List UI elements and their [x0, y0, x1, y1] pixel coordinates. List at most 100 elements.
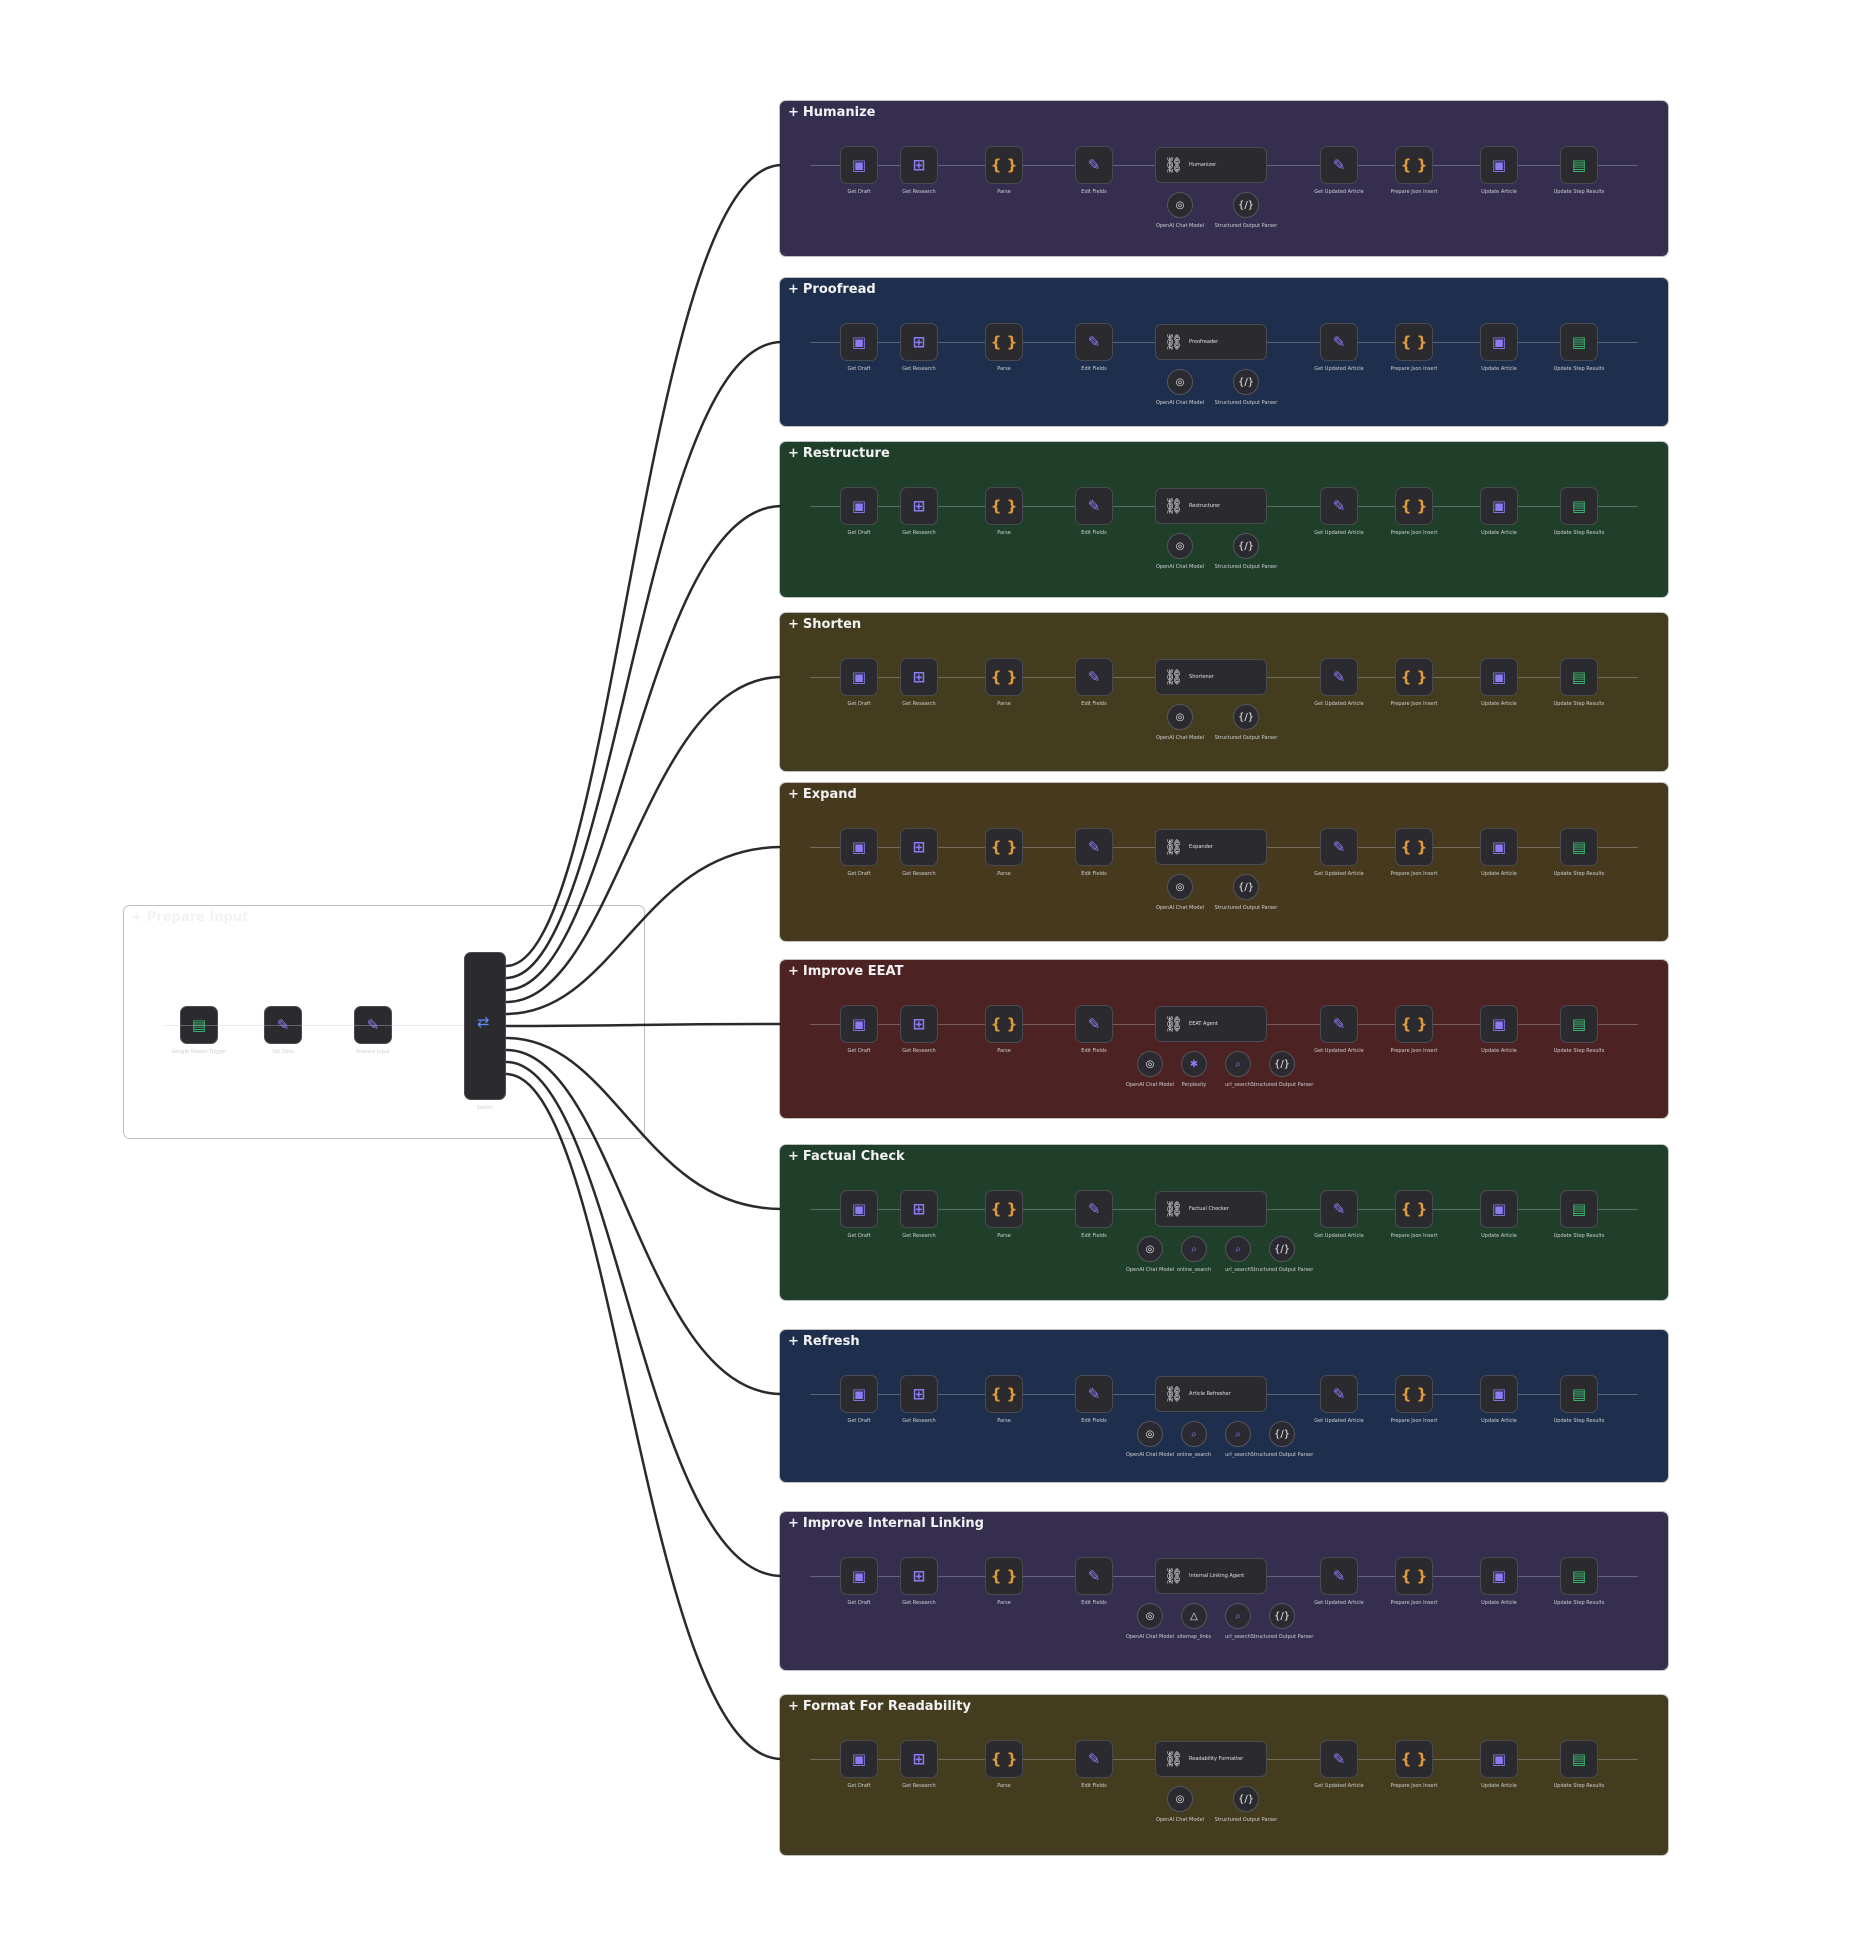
- node-prepare-json-insert[interactable]: { }Prepare Json Insert: [1390, 828, 1438, 877]
- node-update-article[interactable]: ▣Update Article: [1480, 1557, 1518, 1606]
- sub-perplexity[interactable]: ✱Perplexity: [1181, 1051, 1207, 1088]
- agent-node[interactable]: ⛓Proofreader: [1155, 324, 1267, 360]
- node-update-step-results[interactable]: ▤Update Step Results: [1554, 658, 1604, 707]
- node-prepare-json-insert[interactable]: { }Prepare Json Insert: [1390, 1190, 1438, 1239]
- collapse-icon[interactable]: +: [788, 1516, 799, 1531]
- node-update-step-results[interactable]: ▤Update Step Results: [1554, 487, 1604, 536]
- node-edit-fields[interactable]: ✎Edit Fields: [1075, 487, 1113, 536]
- node-update-article[interactable]: ▣Update Article: [1480, 1740, 1518, 1789]
- agent-node[interactable]: ⛓Restructurer: [1155, 488, 1267, 524]
- node-get-draft[interactable]: ▣Get Draft: [840, 828, 878, 877]
- node-edit-fields[interactable]: ✎Edit Fields: [1075, 1005, 1113, 1054]
- sub-openai-chat-model[interactable]: ◎OpenAI Chat Model: [1156, 1786, 1204, 1823]
- sub-openai-chat-model[interactable]: ◎OpenAI Chat Model: [1126, 1421, 1174, 1458]
- group-restructure[interactable]: +Restructure▣Get Draft⊞Get Research{ }Pa…: [780, 442, 1668, 597]
- collapse-icon[interactable]: +: [788, 617, 799, 632]
- node-parse[interactable]: { }Parse: [985, 323, 1023, 372]
- node-parse[interactable]: { }Parse: [985, 1375, 1023, 1424]
- node-prepare-json-insert[interactable]: { }Prepare Json Insert: [1390, 487, 1438, 536]
- sub-openai-chat-model[interactable]: ◎OpenAI Chat Model: [1126, 1236, 1174, 1273]
- sub-online-search[interactable]: ⌕online_search: [1177, 1421, 1211, 1458]
- sub-structured-output-parser[interactable]: {/}Structured Output Parser: [1251, 1603, 1313, 1640]
- sub-openai-chat-model[interactable]: ◎OpenAI Chat Model: [1156, 369, 1204, 406]
- node-get-draft[interactable]: ▣Get Draft: [840, 487, 878, 536]
- node-parse[interactable]: { }Parse: [985, 1190, 1023, 1239]
- collapse-icon[interactable]: +: [788, 1149, 799, 1164]
- node-update-article[interactable]: ▣Update Article: [1480, 828, 1518, 877]
- group-refresh[interactable]: +Refresh▣Get Draft⊞Get Research{ }Parse✎…: [780, 1330, 1668, 1482]
- sub-structured-output-parser[interactable]: {/}Structured Output Parser: [1215, 1786, 1277, 1823]
- sub-structured-output-parser[interactable]: {/}Structured Output Parser: [1251, 1421, 1313, 1458]
- node-get-research[interactable]: ⊞Get Research: [900, 1190, 938, 1239]
- node-get-updated-article[interactable]: ✎Get Updated Article: [1314, 828, 1364, 877]
- collapse-icon[interactable]: +: [788, 1699, 799, 1714]
- node-edit-fields[interactable]: ✎Edit Fields: [1075, 1557, 1113, 1606]
- sub-structured-output-parser[interactable]: {/}Structured Output Parser: [1215, 874, 1277, 911]
- node-get-draft[interactable]: ▣Get Draft: [840, 1557, 878, 1606]
- node-edit-fields[interactable]: ✎Edit Fields: [1075, 1375, 1113, 1424]
- group-readability[interactable]: +Format For Readability▣Get Draft⊞Get Re…: [780, 1695, 1668, 1855]
- sub-structured-output-parser[interactable]: {/}Structured Output Parser: [1215, 369, 1277, 406]
- node-update-article[interactable]: ▣Update Article: [1480, 323, 1518, 372]
- node-edit-fields[interactable]: ✎Edit Fields: [1075, 323, 1113, 372]
- node-prepare-json-insert[interactable]: { }Prepare Json Insert: [1390, 323, 1438, 372]
- group-prepare-input[interactable]: +Prepare Input ▤Google Sheets Trigger✎Se…: [124, 906, 644, 1138]
- node-get-updated-article[interactable]: ✎Get Updated Article: [1314, 146, 1364, 195]
- node-get-updated-article[interactable]: ✎Get Updated Article: [1314, 487, 1364, 536]
- node-get-draft[interactable]: ▣Get Draft: [840, 658, 878, 707]
- node-update-article[interactable]: ▣Update Article: [1480, 1190, 1518, 1239]
- sub-structured-output-parser[interactable]: {/}Structured Output Parser: [1215, 533, 1277, 570]
- node-edit-fields[interactable]: ✎Edit Fields: [1075, 1190, 1113, 1239]
- node-get-research[interactable]: ⊞Get Research: [900, 323, 938, 372]
- collapse-icon[interactable]: +: [788, 787, 799, 802]
- sub-structured-output-parser[interactable]: {/}Structured Output Parser: [1251, 1236, 1313, 1273]
- group-expand[interactable]: +Expand▣Get Draft⊞Get Research{ }Parse✎E…: [780, 783, 1668, 941]
- collapse-icon[interactable]: +: [788, 282, 799, 297]
- node-edit-fields[interactable]: ✎Edit Fields: [1075, 828, 1113, 877]
- sub-openai-chat-model[interactable]: ◎OpenAI Chat Model: [1126, 1051, 1174, 1088]
- node-get-draft[interactable]: ▣Get Draft: [840, 1740, 878, 1789]
- node-update-step-results[interactable]: ▤Update Step Results: [1554, 146, 1604, 195]
- node-parse[interactable]: { }Parse: [985, 1740, 1023, 1789]
- node-prepare-json-insert[interactable]: { }Prepare Json Insert: [1390, 1740, 1438, 1789]
- node-edit-fields[interactable]: ✎Edit Fields: [1075, 1740, 1113, 1789]
- node-get-research[interactable]: ⊞Get Research: [900, 828, 938, 877]
- node-update-article[interactable]: ▣Update Article: [1480, 1375, 1518, 1424]
- sub-openai-chat-model[interactable]: ◎OpenAI Chat Model: [1156, 192, 1204, 229]
- agent-node[interactable]: ⛓Shortener: [1155, 659, 1267, 695]
- node-get-research[interactable]: ⊞Get Research: [900, 1740, 938, 1789]
- node-prepare-json-insert[interactable]: { }Prepare Json Insert: [1390, 1375, 1438, 1424]
- agent-node[interactable]: ⛓Article Refresher: [1155, 1376, 1267, 1412]
- agent-node[interactable]: ⛓Factual Checker: [1155, 1191, 1267, 1227]
- node-parse[interactable]: { }Parse: [985, 146, 1023, 195]
- node-update-article[interactable]: ▣Update Article: [1480, 658, 1518, 707]
- node-get-draft[interactable]: ▣Get Draft: [840, 323, 878, 372]
- sub-openai-chat-model[interactable]: ◎OpenAI Chat Model: [1156, 704, 1204, 741]
- node-update-article[interactable]: ▣Update Article: [1480, 487, 1518, 536]
- sub-structured-output-parser[interactable]: {/}Structured Output Parser: [1251, 1051, 1313, 1088]
- collapse-icon[interactable]: +: [788, 105, 799, 120]
- collapse-icon[interactable]: +: [788, 1334, 799, 1349]
- node-prepare-json-insert[interactable]: { }Prepare Json Insert: [1390, 1005, 1438, 1054]
- group-humanize[interactable]: +Humanize▣Get Draft⊞Get Research{ }Parse…: [780, 101, 1668, 256]
- node-get-draft[interactable]: ▣Get Draft: [840, 1005, 878, 1054]
- sub-online-search[interactable]: ⌕online_search: [1177, 1236, 1211, 1273]
- node-get-research[interactable]: ⊞Get Research: [900, 1005, 938, 1054]
- node-update-article[interactable]: ▣Update Article: [1480, 146, 1518, 195]
- group-proofread[interactable]: +Proofread▣Get Draft⊞Get Research{ }Pars…: [780, 278, 1668, 426]
- node-get-updated-article[interactable]: ✎Get Updated Article: [1314, 658, 1364, 707]
- node-update-step-results[interactable]: ▤Update Step Results: [1554, 828, 1604, 877]
- node-prepare-input[interactable]: ✎Prepare Input: [354, 1006, 392, 1055]
- node-switch[interactable]: ⇄Switch: [464, 952, 506, 1111]
- node-prepare-json-insert[interactable]: { }Prepare Json Insert: [1390, 146, 1438, 195]
- node-get-updated-article[interactable]: ✎Get Updated Article: [1314, 1557, 1364, 1606]
- agent-node[interactable]: ⛓EEAT Agent: [1155, 1006, 1267, 1042]
- node-update-step-results[interactable]: ▤Update Step Results: [1554, 1005, 1604, 1054]
- node-get-draft[interactable]: ▣Get Draft: [840, 1190, 878, 1239]
- agent-node[interactable]: ⛓Humanizer: [1155, 147, 1267, 183]
- node-get-updated-article[interactable]: ✎Get Updated Article: [1314, 1005, 1364, 1054]
- node-set-data[interactable]: ✎Set Data: [264, 1006, 302, 1055]
- node-get-updated-article[interactable]: ✎Get Updated Article: [1314, 1190, 1364, 1239]
- group-eeat[interactable]: +Improve EEAT▣Get Draft⊞Get Research{ }P…: [780, 960, 1668, 1118]
- sub-structured-output-parser[interactable]: {/}Structured Output Parser: [1215, 704, 1277, 741]
